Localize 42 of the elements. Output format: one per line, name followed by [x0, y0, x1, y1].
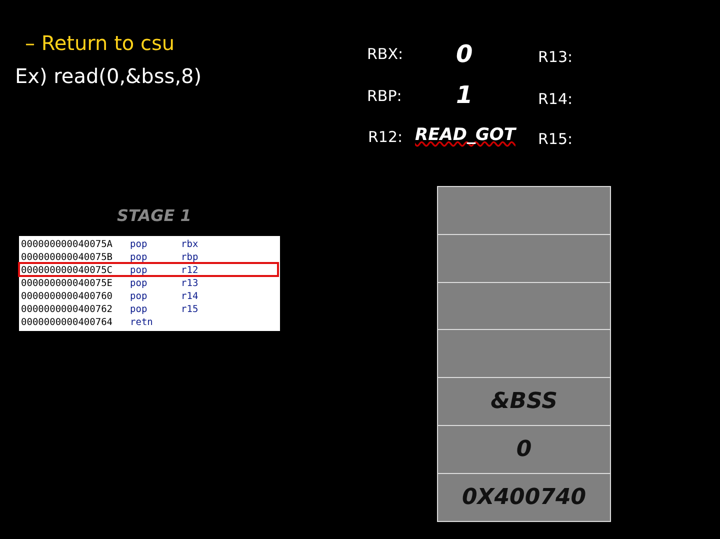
register-label: RBP:	[367, 87, 402, 105]
stack-slot	[437, 472, 611, 522]
register-value: READ_GOT	[415, 125, 516, 145]
register-label: RBX:	[367, 45, 404, 63]
register-value: 1	[456, 81, 473, 109]
stack-slot	[437, 377, 611, 426]
operand-text: r14	[181, 290, 198, 303]
slot-value: &BSS	[490, 389, 558, 414]
empty-stack-slot	[437, 329, 611, 378]
address-text: 0000000000400762	[21, 303, 113, 316]
address-text: 000000000040075A	[21, 238, 113, 251]
instruction-text: pop	[130, 251, 148, 264]
stage-title: STAGE 1	[117, 206, 192, 225]
instruction-text: retn	[130, 316, 153, 329]
instruction-text: pop	[130, 303, 148, 316]
instruction-text: pop	[130, 290, 148, 303]
address-text: 000000000040075C	[21, 264, 113, 277]
address-text: 000000000040075E	[21, 277, 113, 290]
operand-text: r13	[181, 277, 198, 290]
register-value: 0	[456, 40, 473, 68]
heading: – Return to csu	[25, 31, 175, 55]
instruction-text: pop	[130, 238, 148, 251]
empty-stack-slot	[437, 282, 611, 330]
instruction-text: pop	[130, 264, 148, 277]
operand-text: rbx	[181, 238, 198, 251]
register-label: R13:	[538, 48, 573, 66]
register-label: R14:	[538, 90, 573, 108]
operand-text: r15	[181, 303, 198, 316]
slot-value: 0X400740	[462, 484, 586, 510]
slot-value: 0	[516, 436, 532, 462]
operand-text: rbp	[181, 251, 198, 264]
address-text: 0000000000400760	[21, 290, 113, 303]
address-text: 0000000000400764	[21, 316, 113, 329]
stack-slot	[437, 425, 611, 474]
example-call: Ex) read(0,&bss,8)	[15, 64, 202, 88]
operand-text: r12	[181, 264, 198, 277]
empty-stack-slot	[437, 186, 611, 235]
empty-stack-slot	[437, 234, 611, 283]
address-text: 000000000040075B	[21, 251, 113, 264]
register-label: R12:	[368, 128, 403, 146]
register-label: R15:	[538, 130, 573, 148]
instruction-text: pop	[130, 277, 148, 290]
